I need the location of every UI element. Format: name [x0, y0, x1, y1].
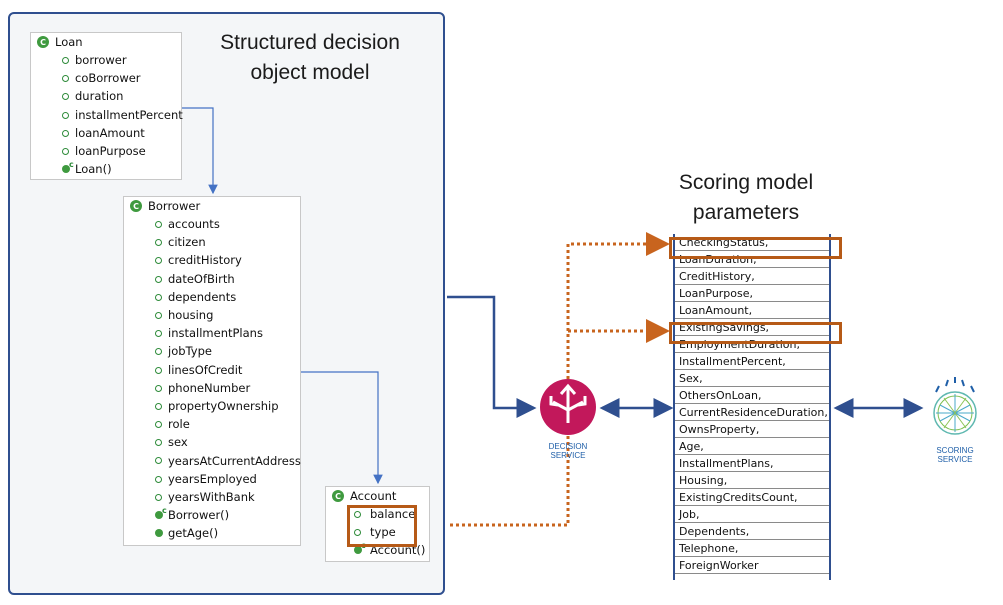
- class-icon: C: [332, 490, 344, 502]
- field-icon: [155, 421, 162, 429]
- field-icon: [155, 275, 162, 283]
- constructor-icon: [62, 165, 70, 174]
- param-item: ExistingCreditsCount,: [675, 489, 829, 506]
- param-item: OwnsProperty,: [675, 421, 829, 438]
- field-icon: [354, 529, 361, 537]
- borrower-attr: role: [124, 415, 300, 433]
- loan-attr: loanPurpose: [31, 142, 181, 160]
- loan-to-borrower-connector: [182, 107, 218, 195]
- field-icon: [155, 493, 162, 501]
- borrower-method: getAge(): [124, 524, 300, 542]
- borrower-attr: installmentPlans: [124, 324, 300, 342]
- borrower-attr: citizen: [124, 233, 300, 251]
- field-icon: [155, 330, 162, 338]
- param-item: LoanPurpose,: [675, 285, 829, 302]
- borrower-attr: yearsWithBank: [124, 488, 300, 506]
- loan-attr: duration: [31, 87, 181, 105]
- borrower-attr: creditHistory: [124, 251, 300, 269]
- existing-savings-highlight-box: [669, 322, 842, 344]
- decision-service-label: DECISION SERVICE: [548, 442, 588, 460]
- field-icon: [155, 257, 162, 265]
- field-icon: [62, 129, 69, 137]
- object-model-title: Structured decision object model: [220, 31, 400, 84]
- loan-class-header: C Loan: [31, 33, 181, 51]
- borrower-attr: yearsAtCurrentAddress: [124, 451, 301, 469]
- borrower-class-name: Borrower: [148, 199, 201, 213]
- field-icon: [155, 239, 162, 247]
- field-icon: [62, 75, 69, 83]
- field-icon: [155, 366, 162, 374]
- class-icon: C: [130, 200, 142, 212]
- scoring-service-icon: [933, 377, 977, 435]
- account-attr: type: [326, 523, 429, 541]
- param-item: Job,: [675, 506, 829, 523]
- param-item: OthersOnLoan,: [675, 387, 829, 404]
- account-highlight-box: [347, 505, 417, 547]
- loan-attr: borrower: [31, 51, 181, 69]
- loan-class-name: Loan: [55, 35, 83, 49]
- borrower-attr: propertyOwnership: [124, 397, 300, 415]
- param-item: Telephone,: [675, 540, 829, 557]
- param-item: LoanAmount,: [675, 302, 829, 319]
- loan-attr: coBorrower: [31, 69, 181, 87]
- field-icon: [155, 475, 162, 483]
- borrower-attr: accounts: [124, 215, 300, 233]
- param-item: Dependents,: [675, 523, 829, 540]
- field-icon: [155, 348, 162, 356]
- field-icon: [155, 402, 162, 410]
- field-icon: [155, 311, 162, 319]
- model-to-decision-connector: [447, 295, 537, 418]
- method-icon: [155, 529, 163, 537]
- param-item: CurrentResidenceDuration,: [675, 404, 829, 421]
- param-item: Sex,: [675, 370, 829, 387]
- param-item: InstallmentPercent,: [675, 353, 829, 370]
- borrower-attr: sex: [124, 433, 300, 451]
- field-icon: [62, 57, 69, 64]
- field-icon: [354, 511, 361, 518]
- class-icon: C: [37, 36, 49, 48]
- field-icon: [155, 384, 162, 392]
- account-attr: balance: [326, 505, 429, 523]
- scoring-service-label: SCORING SERVICE: [936, 446, 974, 464]
- param-item: Housing,: [675, 472, 829, 489]
- borrower-class-header: C Borrower: [124, 197, 300, 215]
- scoring-params-title: Scoring model parameters: [678, 171, 814, 224]
- account-class-name: Account: [350, 489, 397, 503]
- borrower-attr: phoneNumber: [124, 379, 300, 397]
- borrower-attr: dependents: [124, 288, 300, 306]
- borrower-attr: yearsEmployed: [124, 470, 300, 488]
- param-item: Age,: [675, 438, 829, 455]
- borrower-attr: housing: [124, 306, 300, 324]
- loan-attr: installmentPercent: [31, 106, 183, 124]
- borrower-to-account-connector: [301, 371, 383, 485]
- field-icon: [155, 221, 162, 228]
- field-icon: [155, 439, 162, 447]
- field-icon: [62, 147, 69, 155]
- field-icon: [155, 457, 162, 465]
- borrower-class: C Borrower accounts citizen creditHistor…: [123, 196, 301, 546]
- param-item: CreditHistory,: [675, 268, 829, 285]
- field-icon: [62, 93, 69, 101]
- borrower-attr: linesOfCredit: [124, 361, 300, 379]
- param-item: ForeignWorker: [675, 557, 829, 574]
- constructor-icon: [155, 511, 163, 519]
- loan-class: C Loan borrower coBorrower duration inst…: [30, 32, 183, 180]
- constructor-icon: [354, 546, 362, 555]
- borrower-attr: dateOfBirth: [124, 270, 300, 288]
- field-icon: [155, 293, 162, 301]
- borrower-attr: jobType: [124, 342, 300, 360]
- loan-attr: loanAmount: [31, 124, 181, 142]
- account-class-header: C Account: [326, 487, 429, 505]
- checking-status-highlight-box: [669, 237, 842, 259]
- decision-service-icon: [540, 379, 596, 435]
- param-item: InstallmentPlans,: [675, 455, 829, 472]
- field-icon: [62, 111, 69, 119]
